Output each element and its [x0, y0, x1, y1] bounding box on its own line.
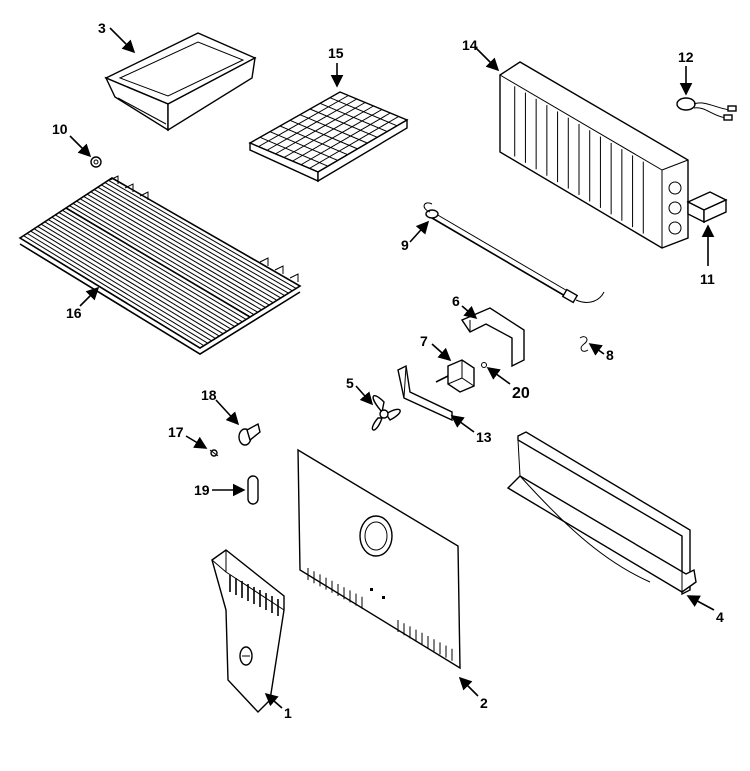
callout-19: 19: [194, 482, 210, 498]
evaporator-cover: [297, 448, 461, 670]
callout-13: 13: [476, 429, 492, 445]
callout-7: 7: [420, 333, 428, 349]
fan-motor: [435, 359, 475, 393]
callout-15: 15: [328, 45, 344, 61]
callout-8: 8: [606, 347, 614, 363]
callout-14: 14: [462, 37, 478, 53]
callout-labels: 3 15 14 12 10 11 9 16 6 8 7 20 5 13 18 1…: [52, 20, 724, 721]
callout-16: 16: [66, 305, 82, 321]
slot-cover: [247, 475, 259, 505]
fan-bracket: [397, 364, 453, 422]
wire-shelf: [18, 175, 302, 355]
callout-5: 5: [346, 375, 354, 391]
screw: [209, 449, 219, 457]
terminal-block: [686, 191, 728, 224]
defrost-heater: [423, 202, 605, 304]
grommet: [481, 362, 487, 368]
evaporator: [499, 61, 689, 249]
fan-blade: [371, 394, 401, 431]
callout-17: 17: [168, 424, 184, 440]
defrost-thermostat: [676, 97, 737, 121]
callout-3: 3: [98, 20, 106, 36]
callout-20: 20: [512, 385, 530, 402]
callout-12: 12: [678, 49, 694, 65]
callout-2: 2: [480, 695, 488, 711]
callout-6: 6: [452, 293, 460, 309]
ice-bin: [104, 32, 257, 132]
leader-lines: [69, 27, 715, 709]
callout-18: 18: [201, 387, 217, 403]
callout-10: 10: [52, 121, 68, 137]
callout-11: 11: [700, 271, 715, 287]
ice-tray: [248, 91, 409, 183]
clip-part: [90, 156, 102, 168]
callout-4: 4: [716, 609, 724, 625]
callout-1: 1: [284, 705, 292, 721]
mounting-pin: [238, 422, 261, 446]
callout-9: 9: [401, 237, 409, 253]
wire-clip: [579, 336, 589, 352]
drain-trough: [506, 431, 697, 596]
air-grille: [211, 549, 285, 714]
motor-bracket: [460, 307, 525, 368]
